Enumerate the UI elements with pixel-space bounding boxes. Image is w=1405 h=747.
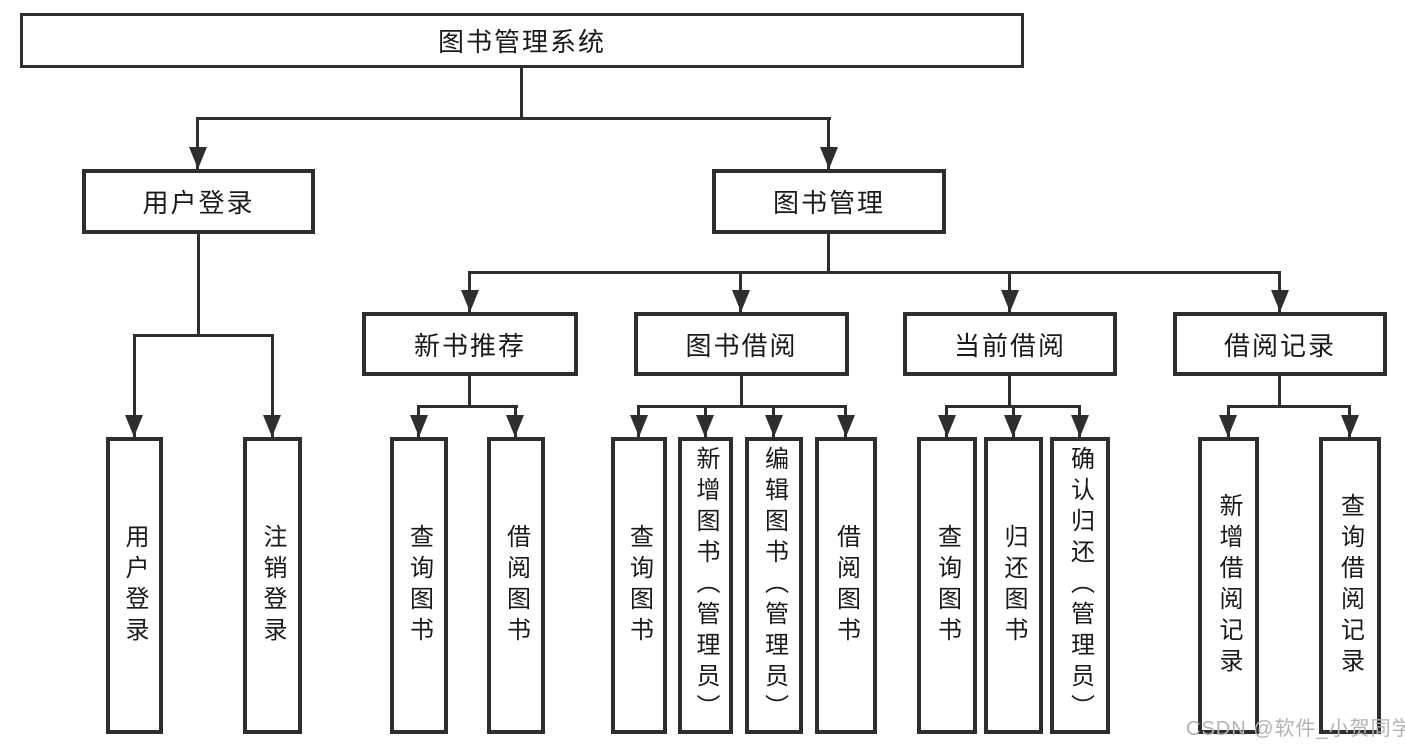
connector-line xyxy=(197,117,831,120)
arrow-down-icon xyxy=(1004,415,1022,437)
connector-line xyxy=(271,334,274,437)
arrow-down-icon xyxy=(938,415,956,437)
arrow-down-icon xyxy=(263,415,281,437)
node-book-management: 图书管理 xyxy=(712,169,946,234)
leaf-user-login: 用户登录 xyxy=(106,437,163,734)
connector-line xyxy=(520,68,523,120)
arrow-down-icon xyxy=(506,415,524,437)
arrow-down-icon xyxy=(732,290,750,312)
node-current-borrowing: 当前借阅 xyxy=(903,312,1117,376)
arrow-down-icon xyxy=(461,290,479,312)
node-borrowing-records: 借阅记录 xyxy=(1173,312,1387,376)
leaf-recommend-borrow-books: 借阅图书 xyxy=(487,437,545,734)
connector-line xyxy=(637,405,847,408)
connector-line xyxy=(196,117,199,169)
arrow-down-icon xyxy=(410,415,428,437)
leaf-borrowing-query-books: 查询图书 xyxy=(611,437,667,734)
arrow-down-icon xyxy=(125,415,143,437)
arrow-down-icon xyxy=(696,415,714,437)
connector-line xyxy=(468,271,1281,274)
connector-line xyxy=(740,376,743,407)
connector-line xyxy=(827,117,830,169)
arrow-down-icon xyxy=(189,147,207,169)
leaf-current-query-books: 查询图书 xyxy=(917,437,977,734)
connector-line xyxy=(1278,376,1281,407)
arrow-down-icon xyxy=(1219,415,1237,437)
node-user-login: 用户登录 xyxy=(82,169,315,234)
node-new-book-recommend: 新书推荐 xyxy=(362,312,578,376)
leaf-records-query-record: 查询借阅记录 xyxy=(1319,437,1381,734)
node-library-management-system: 图书管理系统 xyxy=(20,13,1024,68)
connector-line xyxy=(417,405,518,408)
leaf-current-confirm-return-admin: 确认归还（管理员） xyxy=(1050,437,1110,734)
connector-line xyxy=(468,376,471,407)
arrow-down-icon xyxy=(1071,415,1089,437)
connector-line xyxy=(827,234,830,274)
connector-line xyxy=(1008,376,1011,407)
arrow-down-icon xyxy=(837,415,855,437)
leaf-logout: 注销登录 xyxy=(243,437,302,734)
arrow-down-icon xyxy=(1341,415,1359,437)
arrow-down-icon xyxy=(1001,290,1019,312)
leaf-recommend-query-books: 查询图书 xyxy=(390,437,448,734)
connector-line xyxy=(133,334,274,337)
arrow-down-icon xyxy=(1271,290,1289,312)
connector-line xyxy=(197,234,200,337)
leaf-borrowing-edit-books-admin: 编辑图书（管理员） xyxy=(745,437,803,734)
leaf-current-return-books: 归还图书 xyxy=(984,437,1043,734)
arrow-down-icon xyxy=(820,147,838,169)
arrow-down-icon xyxy=(765,415,783,437)
leaf-borrowing-add-books-admin: 新增图书（管理员） xyxy=(678,437,733,734)
leaf-borrowing-borrow-books: 借阅图书 xyxy=(815,437,877,734)
connector-line xyxy=(1227,405,1351,408)
leaf-records-add-record: 新增借阅记录 xyxy=(1198,437,1259,734)
arrow-down-icon xyxy=(630,415,648,437)
connector-line xyxy=(133,334,136,437)
csdn-watermark: CSDN @软件_小贺同学 xyxy=(1186,718,1405,740)
node-book-borrowing: 图书借阅 xyxy=(634,312,849,376)
